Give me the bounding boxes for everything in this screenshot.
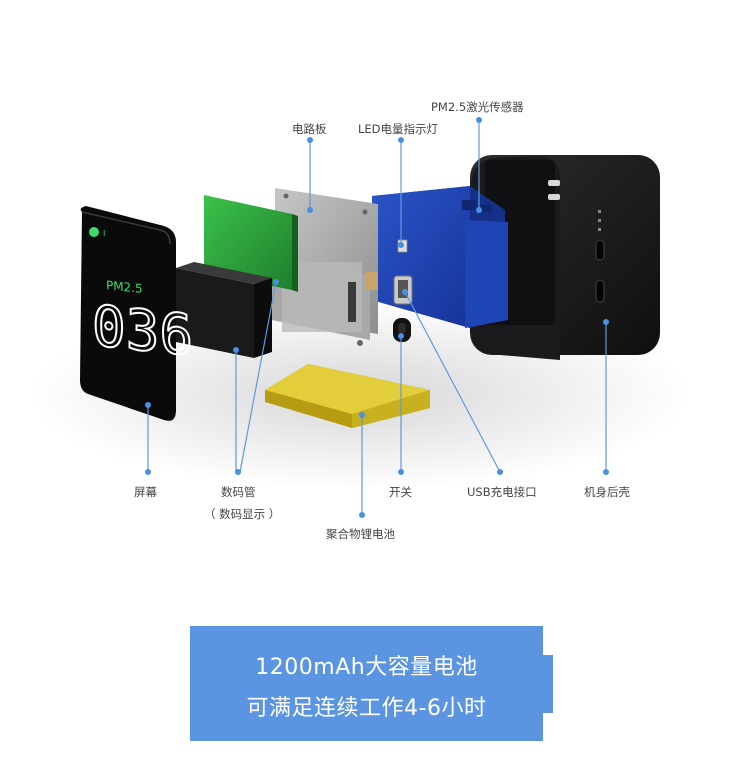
digital-tube-part: [176, 262, 272, 358]
label-rear-shell: 机身后壳: [584, 485, 630, 499]
label-screen: 屏幕: [134, 485, 157, 499]
usb-port-slot: [398, 280, 408, 298]
battery-part: [265, 364, 430, 428]
label-usb-port: USB充电接口: [467, 485, 537, 499]
battery-banner: [190, 626, 543, 741]
label-digital-tube-note: （ 数码显示 ）: [204, 507, 281, 521]
label-battery: 聚合物锂电池: [326, 527, 395, 541]
label-digital-tube: 数码管: [221, 485, 256, 499]
switch-knob: [398, 323, 406, 333]
front-screen: I PM2.5 036: [80, 206, 194, 421]
banner-runtime-text: 可满足连续工作4-6小时: [246, 696, 487, 721]
screen-pm-label: PM2.5: [106, 278, 143, 296]
label-switch: 开关: [389, 485, 412, 499]
battery-banner-terminal: [543, 655, 553, 713]
screen-reading: 036: [92, 294, 193, 369]
banner-capacity-text: 1200mAh大容量电池: [255, 655, 478, 680]
display-pcb: [204, 195, 298, 292]
leader-lines: [145, 117, 609, 518]
label-pm25-sensor: PM2.5激光传感器: [431, 100, 524, 114]
svg-text:I: I: [103, 229, 105, 238]
label-led-indicator: LED电量指示灯: [358, 122, 439, 136]
label-circuit-board: 电路板: [292, 122, 327, 136]
